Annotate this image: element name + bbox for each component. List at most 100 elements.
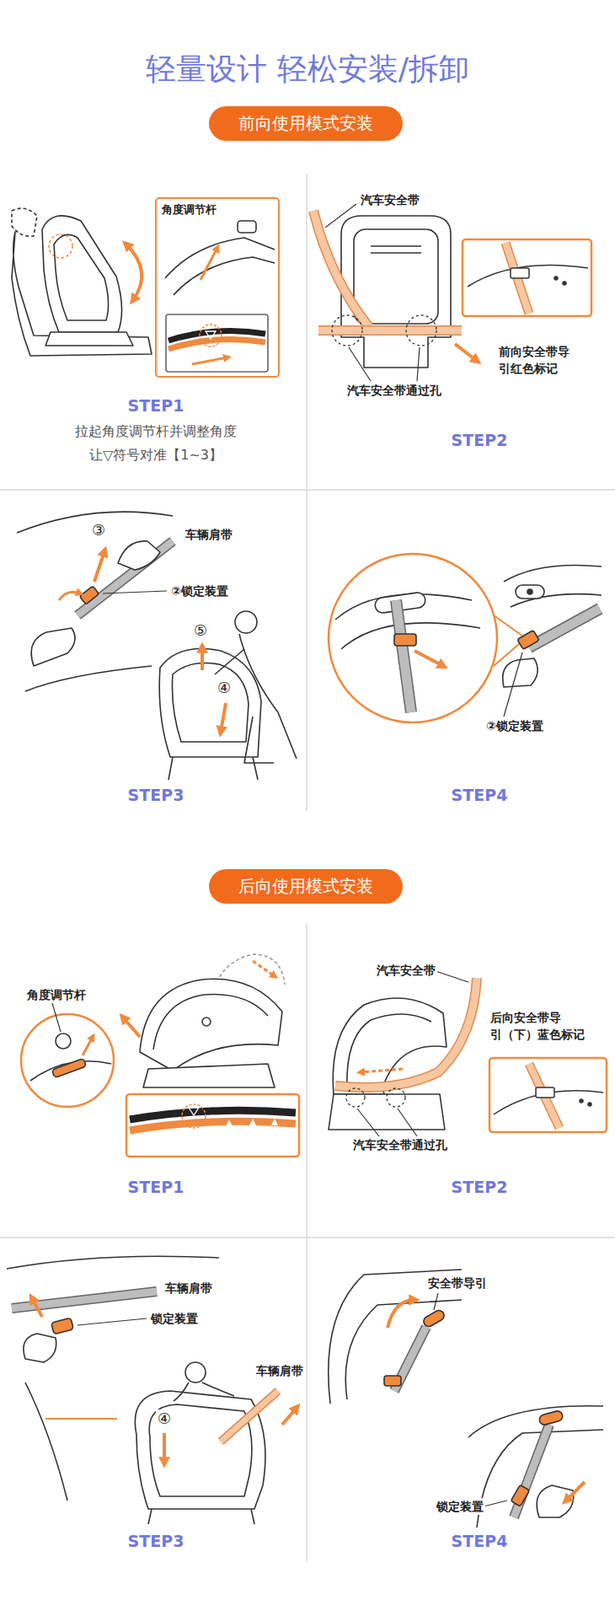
seat-belt: [313, 210, 369, 327]
car-seat-side: [328, 997, 447, 1129]
part-label: 锁定装置: [149, 1309, 200, 1327]
part-label: 汽车安全带: [358, 191, 422, 209]
detail-inset: [510, 267, 530, 279]
leader-line: [348, 347, 371, 381]
action-arrow: [82, 960, 275, 1055]
belt-guide-drawing: [384, 1374, 402, 1386]
action-arrow: [58, 591, 81, 600]
action-arrow: [32, 1297, 297, 1462]
angle-indicator: [205, 331, 216, 339]
step-title: STEP3: [126, 784, 187, 805]
action-arrow: [58, 550, 226, 732]
belt-guide-drawing: [536, 1484, 574, 1517]
node-text: 角度调节杆: [161, 202, 217, 218]
action-arrow: [414, 650, 444, 666]
install-drawing: [6, 1255, 220, 1268]
car-seat-recline: [139, 978, 283, 1070]
part-label: 安全带导引: [426, 1273, 489, 1291]
install-drawing: [244, 716, 274, 763]
action-arrow: [200, 647, 204, 670]
angle-indicator: [129, 1120, 296, 1130]
part-label: 车辆肩带: [163, 1278, 214, 1296]
step-title: STEP1: [126, 1176, 187, 1197]
car-seat-recline: [202, 1016, 211, 1026]
belt-guide-drawing: [510, 1483, 530, 1506]
car-seat-recline: [126, 1093, 300, 1156]
adjust-arrow: [126, 244, 142, 300]
install-drawing: [159, 648, 262, 758]
install-drawing: [220, 1390, 279, 1441]
install-drawing: [148, 1508, 255, 1524]
action-arrow: [32, 1297, 43, 1316]
lock-detail: [517, 629, 540, 649]
inset-box: 角度调节杆: [155, 197, 280, 378]
car-seat-recline: [51, 1057, 86, 1077]
seat-belt: [454, 343, 477, 361]
install-drawing: [23, 1332, 57, 1362]
lock-detail: [328, 553, 602, 722]
belt-guide-drawing: [538, 1409, 564, 1426]
part-label: ②锁定装置: [169, 582, 230, 599]
detail-inset: [529, 1063, 560, 1128]
car-seat-drawing: [173, 256, 275, 295]
car-seat-front: [370, 246, 422, 253]
part-label: 汽车安全带通过孔: [345, 381, 444, 399]
angle-indicator: [129, 1103, 296, 1130]
step-title: STEP4: [449, 784, 510, 805]
part-label: 锁定装置: [434, 1497, 486, 1514]
install-drawing: [77, 540, 173, 615]
action-arrow: [252, 960, 275, 976]
car-seat-recline: [21, 953, 300, 1156]
angle-indicator: [199, 324, 222, 347]
install-drawing: [25, 665, 152, 691]
seat-belt: [335, 970, 477, 1136]
action-arrow: [220, 702, 226, 732]
page-title: 轻量设计 轻松安装/拆卸: [145, 48, 470, 91]
detail-inset: [505, 242, 530, 314]
angle-indicator: [225, 1117, 279, 1126]
detail-inset: [529, 1063, 560, 1128]
seat-belt: [331, 315, 363, 346]
lock-detail: [503, 652, 523, 717]
install-drawing: [149, 1403, 252, 1496]
car-seat-front: [341, 215, 451, 368]
section-band: 前向使用模式安装: [208, 106, 403, 141]
install-drawing: [134, 1390, 266, 1509]
seat-belt: [346, 1087, 365, 1107]
action-arrow: [94, 550, 105, 582]
leader-line: [325, 203, 357, 228]
install-drawing: [77, 1317, 147, 1325]
action-arrow: [387, 1299, 415, 1327]
angle-indicator: [188, 1107, 199, 1115]
car-seat-drawing: [42, 215, 123, 332]
install-drawing: [235, 610, 257, 633]
action-arrow: [387, 1299, 585, 1500]
panel-divider: [0, 1235, 615, 1238]
belt-guide-drawing: [422, 1307, 447, 1327]
seat-belt: [313, 210, 477, 361]
node-text: 后向使用模式安装: [238, 874, 374, 898]
detail-inset: [562, 281, 567, 285]
panel-divider: [0, 173, 615, 1561]
seat-belt: [318, 326, 462, 335]
panel-divider: [305, 173, 308, 811]
car-seat-drawing: [165, 314, 268, 372]
callout-number: ④: [215, 678, 233, 697]
install-drawing: [185, 1361, 206, 1382]
install-drawing: [31, 627, 75, 666]
detail-inset: [505, 242, 530, 314]
part-label: 车辆肩带: [254, 1361, 305, 1379]
car-seat-recline: [21, 1013, 114, 1107]
step-title: STEP4: [449, 1529, 510, 1551]
car-seat-drawing: [237, 220, 257, 233]
car-seat-drawing: [45, 331, 134, 346]
panel-divider: [305, 923, 308, 1561]
install-drawing: [117, 540, 161, 570]
car-seat-recline: [153, 994, 268, 1049]
seat-belt: [335, 977, 477, 1087]
action-arrow: [82, 1036, 93, 1055]
step-title: STEP2: [449, 1176, 510, 1197]
part-label: 前向安全带导 引红色标记: [497, 342, 572, 377]
